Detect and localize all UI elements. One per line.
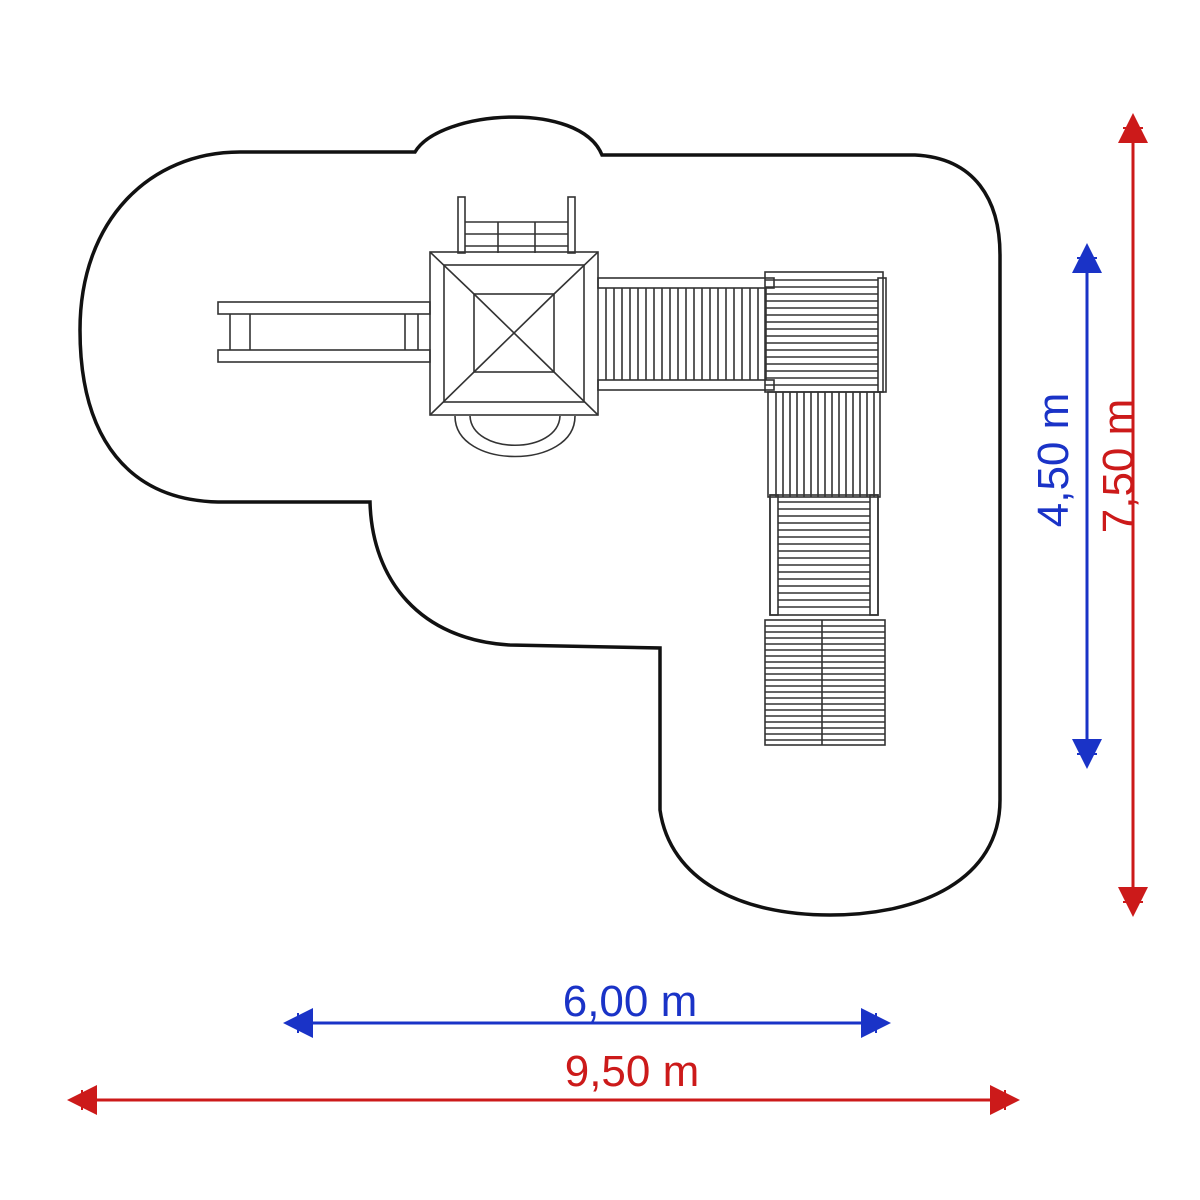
safety-zone-outline: [78, 115, 1002, 917]
dimension-outer-width: 9,50 m: [67, 1047, 1020, 1115]
tube-slide: [454, 415, 576, 458]
outer-width-label: 9,50 m: [565, 1047, 700, 1096]
ladder: [457, 196, 576, 254]
dimension-outer-depth: 7,50 m: [1094, 113, 1148, 917]
corner-platform: [764, 271, 887, 393]
left-bridge: [217, 301, 431, 363]
lower-platform: [769, 494, 879, 616]
inner-width-label: 6,00 m: [563, 977, 698, 1026]
dimension-inner-depth: 4,50 m: [1029, 243, 1102, 769]
tower-roof: [429, 251, 599, 416]
horizontal-bridge: [597, 277, 775, 391]
dimension-inner-width: 6,00 m: [283, 977, 891, 1038]
equipment-structure: [217, 196, 887, 746]
bottom-steps: [764, 619, 886, 746]
vertical-bridge: [767, 391, 881, 498]
inner-depth-label: 4,50 m: [1029, 393, 1078, 528]
outer-depth-label: 7,50 m: [1094, 399, 1143, 534]
